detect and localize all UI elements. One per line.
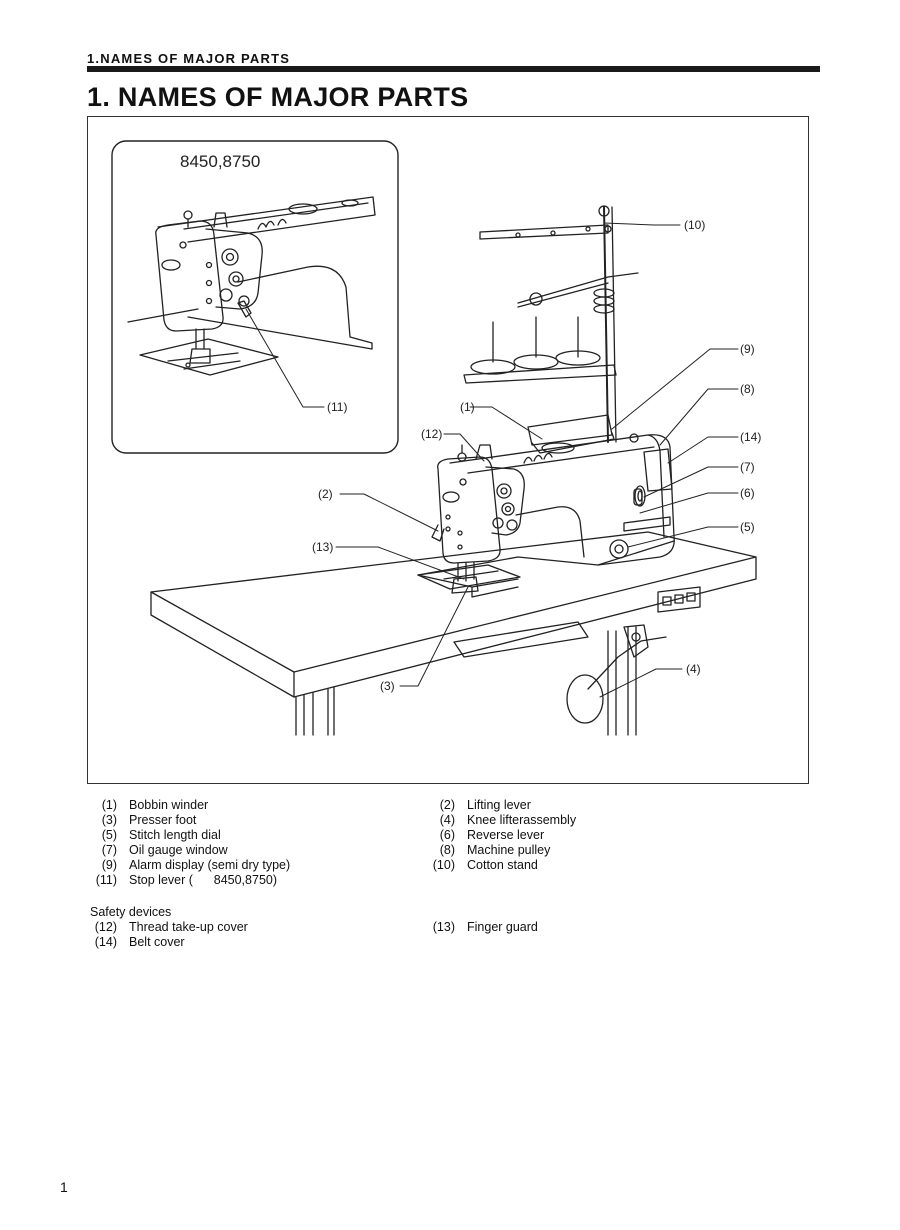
list-item: (5)Stitch length dial	[101, 828, 221, 842]
figure-frame: 8450,8750 (10) (9) (8) (14) (7) (6) (5) …	[87, 116, 809, 784]
list-item: (14)Belt cover	[94, 935, 185, 949]
running-head: 1.NAMES OF MAJOR PARTS	[87, 51, 291, 66]
list-item: (4)Knee lifterassembly	[439, 813, 577, 827]
callout-4: (4)	[686, 662, 701, 676]
callout-2: (2)	[318, 487, 333, 501]
list-item: (7)Oil gauge window	[101, 843, 228, 857]
inset-frame	[111, 140, 399, 454]
list-item: (1)Bobbin winder	[101, 798, 209, 812]
list-item: (12)Thread take-up cover	[94, 920, 248, 934]
list-item: (2)Lifting lever	[439, 798, 531, 812]
list-item: (6)Reverse lever	[439, 828, 545, 842]
list-item: (3)Presser foot	[101, 813, 197, 827]
list-item: (11)Stop lever ( 8450,8750)	[95, 873, 278, 887]
callout-12: (12)	[421, 427, 442, 441]
list-item: (10)Cotton stand	[432, 858, 538, 872]
callout-9: (9)	[740, 342, 755, 356]
safety-devices-heading: Safety devices	[90, 905, 172, 919]
callout-6: (6)	[740, 486, 755, 500]
list-item: (13)Finger guard	[432, 920, 538, 934]
list-item: (8)Machine pulley	[439, 843, 551, 857]
callout-11: (11)	[327, 400, 347, 414]
callout-8: (8)	[740, 382, 755, 396]
callout-3: (3)	[380, 679, 395, 693]
sewing-machine-illustration: 8450,8750 (10) (9) (8) (14) (7) (6) (5) …	[111, 140, 761, 736]
header-rule	[87, 66, 820, 72]
page-title: 1. NAMES OF MAJOR PARTS	[87, 82, 469, 112]
callout-14: (14)	[740, 430, 761, 444]
page-number: 1	[60, 1179, 68, 1195]
list-item: (9)Alarm display (semi dry type)	[101, 858, 291, 872]
callout-10: (10)	[684, 218, 705, 232]
callout-1: (1)	[460, 400, 475, 414]
callout-5: (5)	[740, 520, 755, 534]
callout-7: (7)	[740, 460, 755, 474]
inset-model-label: 8450,8750	[180, 152, 260, 171]
callout-13: (13)	[312, 540, 333, 554]
